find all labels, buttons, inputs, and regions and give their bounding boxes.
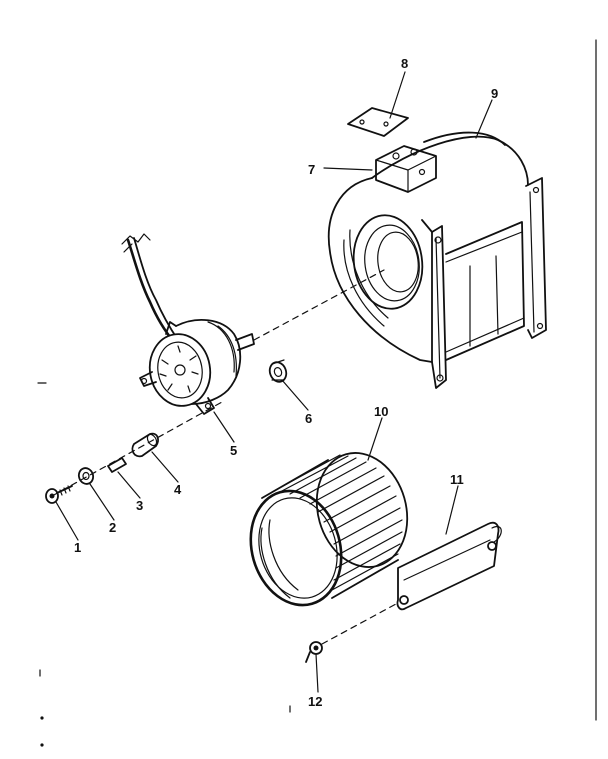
blower-motor — [139, 319, 255, 415]
blower-wheel — [249, 452, 409, 607]
callout-9: 9 — [491, 86, 498, 101]
cover-plate — [347, 107, 409, 137]
callout-7: 7 — [308, 162, 315, 177]
callout-8: 8 — [401, 56, 408, 71]
hardware-alignment-line — [51, 401, 223, 497]
terminal-box — [375, 145, 437, 193]
sleeve — [107, 457, 127, 473]
callout-3: 3 — [136, 498, 143, 513]
callout-11: 11 — [450, 472, 464, 487]
shaft-alignment-line — [253, 269, 385, 341]
callout-labels: 1 2 3 4 5 6 7 8 9 10 11 12 — [74, 56, 498, 709]
spacer — [131, 432, 159, 458]
motor-lead-wires — [121, 233, 179, 344]
callout-5: 5 — [230, 443, 237, 458]
bushing — [268, 359, 288, 383]
callout-4: 4 — [174, 482, 182, 497]
screw — [45, 485, 73, 504]
callout-12: 12 — [308, 694, 322, 709]
blower-housing — [327, 131, 547, 389]
cutoff-screw — [305, 603, 397, 663]
washer — [77, 467, 95, 485]
cutoff-plate — [396, 521, 502, 611]
page-margin-marks — [37, 39, 597, 747]
callout-6: 6 — [305, 411, 312, 426]
callout-10: 10 — [374, 404, 388, 419]
leader-lines — [55, 71, 493, 693]
callout-2: 2 — [109, 520, 116, 535]
callout-1: 1 — [74, 540, 81, 555]
